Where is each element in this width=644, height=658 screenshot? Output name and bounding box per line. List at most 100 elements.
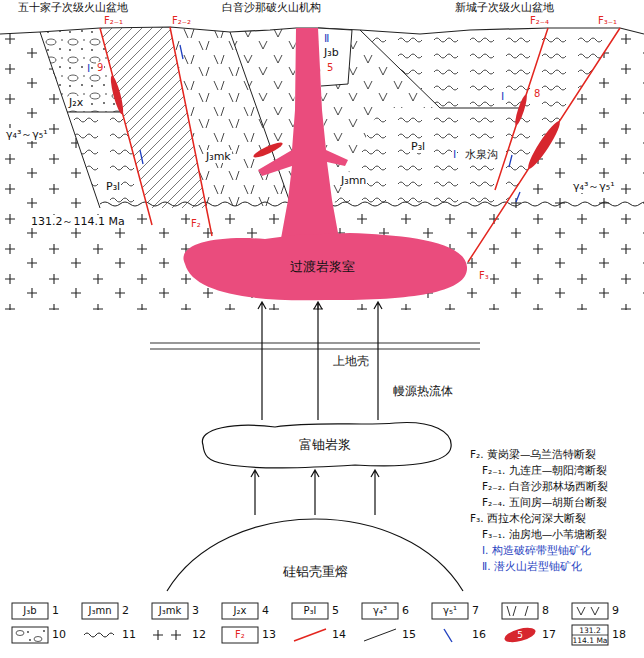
legend-swatch [222,627,258,643]
mineralization-type: Ⅰ [86,62,91,75]
legend-number: 15 [402,627,416,643]
granite-unit [503,28,644,208]
legend-swatch [152,603,188,619]
conglomerate-symbol [16,630,45,641]
swatch-label: J₃mk [152,603,188,619]
crust-remelting-arc: 硅铝壳重熔 [165,515,465,592]
crust-double-line [150,343,480,349]
ore-lens [109,75,126,115]
flow-arrow [314,302,322,420]
conglomerate-symbol [16,631,24,636]
fault-label: F₂₋₄ [530,15,549,27]
mineralization-type: Ⅱ [323,32,330,45]
j3mn-unit [230,28,296,208]
boundary-symbol [364,629,396,641]
legend-number: 6 [402,603,409,619]
legend-swatch [222,603,258,619]
basin-unit [360,28,548,108]
legend-swatch [12,627,48,643]
mineralization-note: Ⅱ. 潜火山岩型铀矿化 [482,560,582,573]
conglomerate-symbol [34,637,42,642]
legend-number: 12 [192,627,206,643]
volcanic-symbol [577,607,599,615]
node-outline [165,515,465,592]
ore-number: 5 [326,62,334,74]
swatch-label: 131.2 [572,626,608,635]
legend-number: 16 [472,627,486,643]
flow-arrow [311,470,319,515]
fault-note: F₂. 黄岗梁—乌兰浩特断裂 [470,448,596,461]
legend-number: 11 [122,627,136,643]
legend-number: 3 [192,603,199,619]
granite-symbol [153,630,181,640]
node-text: 硅铝壳重熔 [283,564,348,580]
fault-note: F₂₋₁. 九连庄—朝阳湾断裂 [482,464,607,477]
mineralization-note: Ⅰ. 构造破碎带型铀矿化 [482,544,591,557]
conglomerate-symbol [27,631,29,633]
swatch-label: J₃mn [82,603,118,619]
ore-lens [252,140,284,160]
legend-number: 1 [52,603,59,619]
legend-number: 10 [52,627,66,643]
node-text: 过渡岩浆室 [290,259,355,275]
legend-swatch [362,603,398,619]
swatch-label: 114.1 Ma [572,636,608,645]
legend-swatch [572,603,608,619]
unit-label: P₃l [105,180,121,193]
flow-arrow [251,470,259,515]
swatch-label: P₃l [292,603,328,619]
swatch-label: γ₅¹ [432,603,468,619]
legend-number: 8 [542,603,549,619]
unit-label: J₃b [323,46,340,59]
legend-number: 4 [262,603,269,619]
legend-number: 9 [612,603,619,619]
fault-label: F₂ [190,218,202,230]
magma-body: 富铀岩浆 [195,420,455,470]
granite-label: γ₄³～γ₅¹ [5,128,49,141]
legend-number: 13 [262,627,276,643]
unit-label: J₃mn [340,174,367,187]
ore-lens [525,119,564,171]
legend-number: 7 [472,603,479,619]
fault-note: F₃₋₁. 油房地—小苇塘断裂 [482,528,607,541]
age-divider [572,635,608,636]
basin-name: 五十家子次级火山盆地 [18,1,128,14]
fault-line [100,27,620,262]
p3l-unit [332,108,522,208]
legend-swatch [502,603,538,619]
fault-label: F₃₋₁ [598,15,617,27]
granite-label: γ₄³～γ₅¹ [572,180,616,193]
flow-arrow [371,470,379,515]
legend-swatch [292,603,328,619]
flow-arrow [258,302,266,420]
swatch-label: F₂ [222,627,258,643]
basin-name: 新城子次级火山盆地 [455,1,554,14]
node-text: 富铀岩浆 [299,437,351,453]
basin-name: 白音沙那破火山机构 [222,1,321,14]
legend-swatch [572,625,608,645]
fault-label: F₂₋₁ [104,15,123,27]
legend-swatch [432,603,468,619]
legend-swatch [12,603,48,619]
unconformity-symbol [84,633,114,637]
flow-arrow [374,302,382,420]
mineralization-type: Ⅰ [500,90,505,103]
swatch-label: γ₄³ [362,603,398,619]
ore-body-symbol [503,625,537,645]
fault-label: F₂₋₂ [172,15,191,27]
deposit-name: 水泉沟 [464,148,499,161]
unit-label: P₃l [410,140,426,153]
unit-label: J₃mk [205,150,232,163]
fluid-label: 幔源热流体 [392,384,454,398]
geologic-boundary [40,30,522,208]
fault-label: F₃ [478,270,490,282]
j3b-unit [318,28,352,86]
subvolcanic-stock [258,28,348,244]
magma-chamber: 过渡岩浆室 [175,232,470,302]
ore-number: 9 [96,62,104,74]
mineralization-type: Ⅰ [452,148,457,161]
unit-label: J₂x [68,96,84,109]
